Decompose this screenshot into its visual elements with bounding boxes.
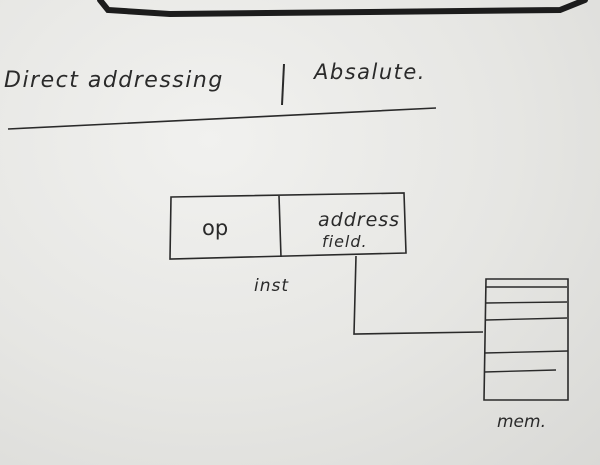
instruction-label: inst: [254, 276, 290, 296]
title-absolute: Absalute.: [314, 60, 426, 84]
instruction-divider: [278, 195, 282, 258]
address-field-label: address: [318, 209, 401, 231]
instruction-box: [169, 192, 407, 260]
address-field-label-line2: field.: [322, 232, 368, 251]
address-pointer-line: [353, 255, 484, 335]
op-field-label: op: [202, 216, 229, 240]
title-separator: [281, 63, 285, 106]
frame-edge: [97, 0, 588, 18]
memory-row-line: [485, 301, 568, 304]
memory-label: mem.: [497, 412, 546, 432]
memory-row-line: [483, 369, 557, 373]
memory-row-line: [483, 350, 569, 354]
title-underline: [7, 107, 437, 130]
title-direct-addressing: Direct addressing: [4, 68, 224, 93]
memory-block: [483, 278, 569, 401]
memory-row-line: [485, 317, 568, 321]
